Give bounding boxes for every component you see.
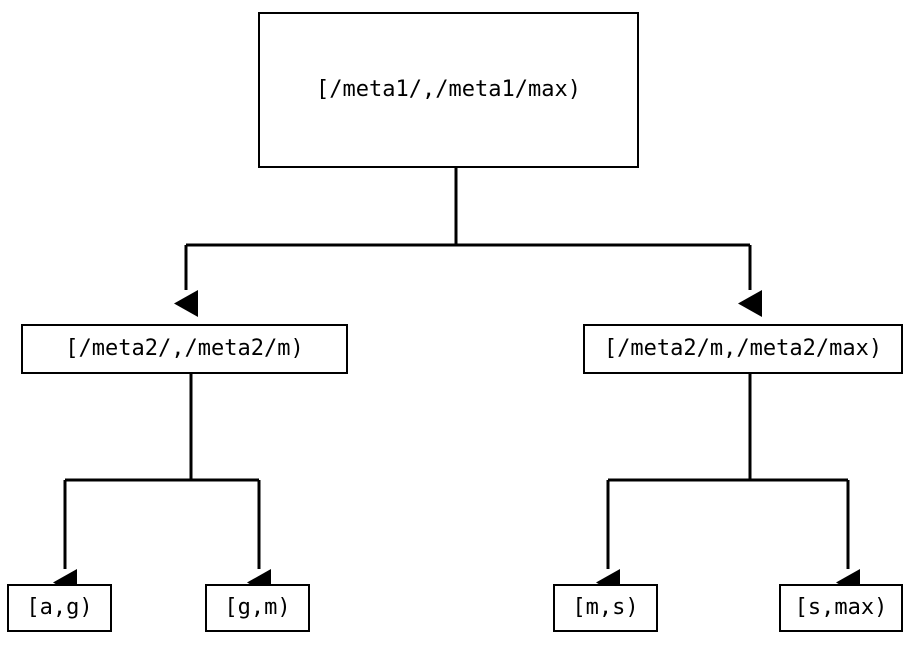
node-mid-right-label: [/meta2/m,/meta2/max) bbox=[603, 336, 883, 361]
node-root-label: [/meta1/,/meta1/max) bbox=[316, 77, 581, 102]
node-leaf-g-m-label: [g,m) bbox=[224, 595, 291, 620]
node-leaf-g-m[interactable]: [g,m) bbox=[205, 584, 310, 632]
node-leaf-s-max[interactable]: [s,max) bbox=[779, 584, 903, 632]
node-leaf-m-s[interactable]: [m,s) bbox=[553, 584, 658, 632]
node-mid-right[interactable]: [/meta2/m,/meta2/max) bbox=[583, 324, 903, 374]
node-leaf-a-g-label: [a,g) bbox=[26, 595, 93, 620]
node-mid-left[interactable]: [/meta2/,/meta2/m) bbox=[21, 324, 348, 374]
node-mid-left-label: [/meta2/,/meta2/m) bbox=[65, 336, 304, 361]
node-leaf-s-max-label: [s,max) bbox=[794, 595, 888, 620]
node-leaf-a-g[interactable]: [a,g) bbox=[7, 584, 112, 632]
node-root[interactable]: [/meta1/,/meta1/max) bbox=[258, 12, 639, 168]
node-leaf-m-s-label: [m,s) bbox=[572, 595, 639, 620]
